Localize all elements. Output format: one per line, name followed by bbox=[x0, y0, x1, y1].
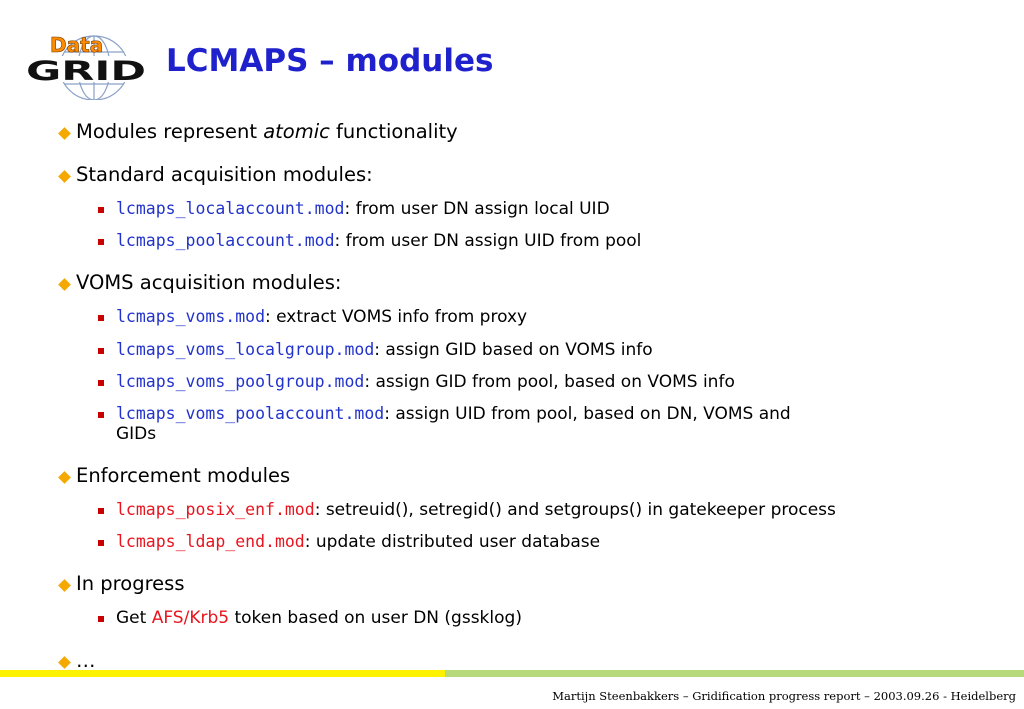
atomic-emphasis: atomic bbox=[263, 120, 330, 143]
logo-bottom-text: GRID bbox=[26, 56, 146, 87]
square-bullet-icon bbox=[98, 616, 104, 622]
square-bullet-icon bbox=[98, 315, 104, 321]
module-name: lcmaps_voms.mod bbox=[116, 307, 266, 326]
afs-krb5-highlight: AFS/Krb5 bbox=[151, 608, 230, 628]
module-name: lcmaps_voms_poolgroup.mod bbox=[116, 372, 365, 391]
footer-text: Martijn Steenbakkers – Gridification pro… bbox=[552, 689, 1016, 703]
module-name: lcmaps_poolaccount.mod bbox=[116, 231, 335, 250]
square-bullet-icon bbox=[98, 239, 104, 245]
square-bullet-icon bbox=[98, 508, 104, 514]
page-title: LCMAPS – modules bbox=[166, 43, 494, 79]
square-bullet-icon bbox=[98, 380, 104, 386]
square-bullet-icon bbox=[98, 540, 104, 546]
diamond-bullet-icon bbox=[58, 170, 71, 183]
logo-top-text: Data bbox=[50, 33, 103, 57]
square-bullet-icon bbox=[98, 348, 104, 354]
diamond-bullet-icon bbox=[58, 656, 71, 669]
module-name: lcmaps_posix_enf.mod bbox=[116, 500, 315, 519]
module-name: lcmaps_voms_poolaccount.mod bbox=[116, 404, 385, 423]
square-bullet-icon bbox=[98, 207, 104, 213]
square-bullet-icon bbox=[98, 412, 104, 418]
module-name: lcmaps_voms_localgroup.mod bbox=[116, 340, 375, 359]
diamond-bullet-icon bbox=[58, 471, 71, 484]
module-name: lcmaps_ldap_end.mod bbox=[116, 532, 305, 551]
diamond-bullet-icon bbox=[58, 579, 71, 592]
diamond-bullet-icon bbox=[58, 127, 71, 140]
module-name: lcmaps_localaccount.mod bbox=[116, 199, 345, 218]
datagrid-logo: Data GRID bbox=[24, 33, 148, 100]
footer-bar-green bbox=[445, 670, 1024, 677]
diamond-bullet-icon bbox=[58, 278, 71, 291]
footer-bar-yellow bbox=[0, 670, 445, 677]
